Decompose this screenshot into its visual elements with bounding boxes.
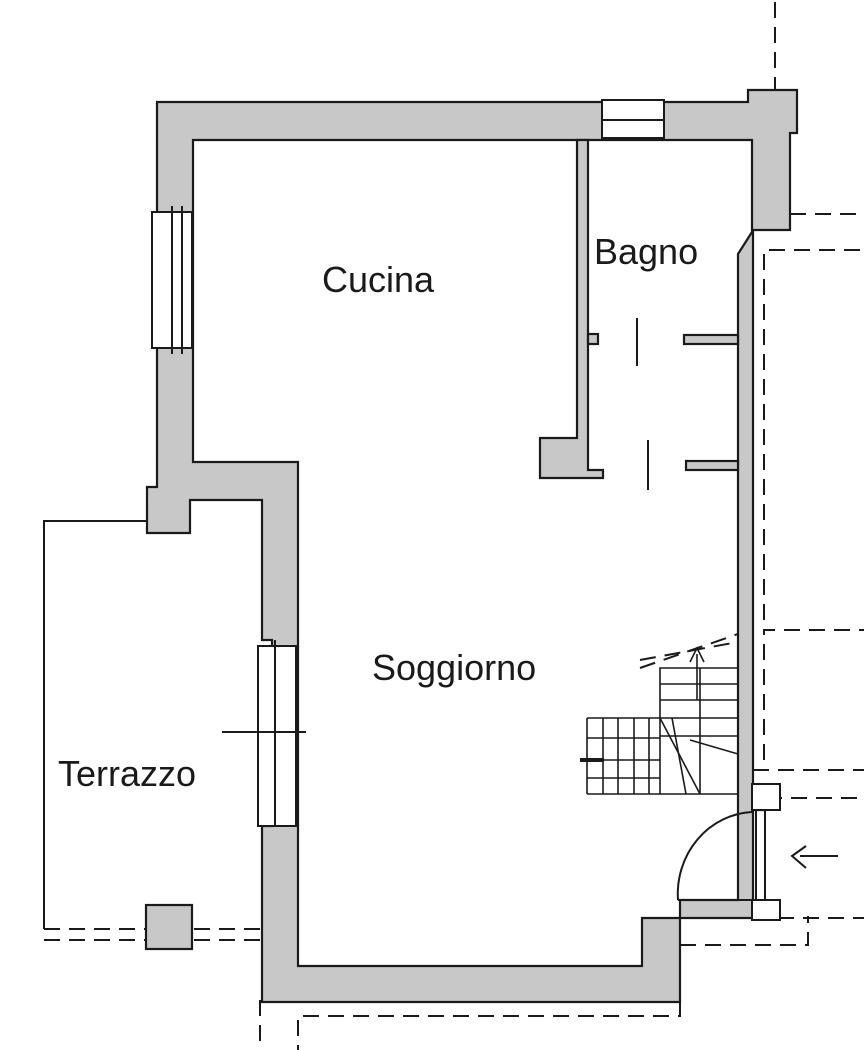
door-swing-icon xyxy=(676,783,781,921)
room-label-bagno: Bagno xyxy=(594,231,698,272)
room-label-cucina: Cucina xyxy=(322,259,435,300)
outer-wall xyxy=(145,88,799,1004)
partition-nib xyxy=(586,332,600,346)
terrace-pillar xyxy=(144,903,194,951)
bath-wall-upper xyxy=(682,333,740,346)
terrace-door-window xyxy=(257,645,297,827)
arrow-left-icon xyxy=(790,845,838,869)
neighbour-outline-bottom xyxy=(297,1002,681,1050)
bath-wall-lower xyxy=(684,459,740,472)
room-label-terrazzo: Terrazzo xyxy=(58,753,196,794)
neighbour-outline-mid xyxy=(763,629,864,760)
staircase-icon xyxy=(580,633,739,795)
room-label-soggiorno: Soggiorno xyxy=(372,647,536,688)
partition-kitchen-bath xyxy=(538,138,605,480)
terrace-outline xyxy=(43,520,147,929)
